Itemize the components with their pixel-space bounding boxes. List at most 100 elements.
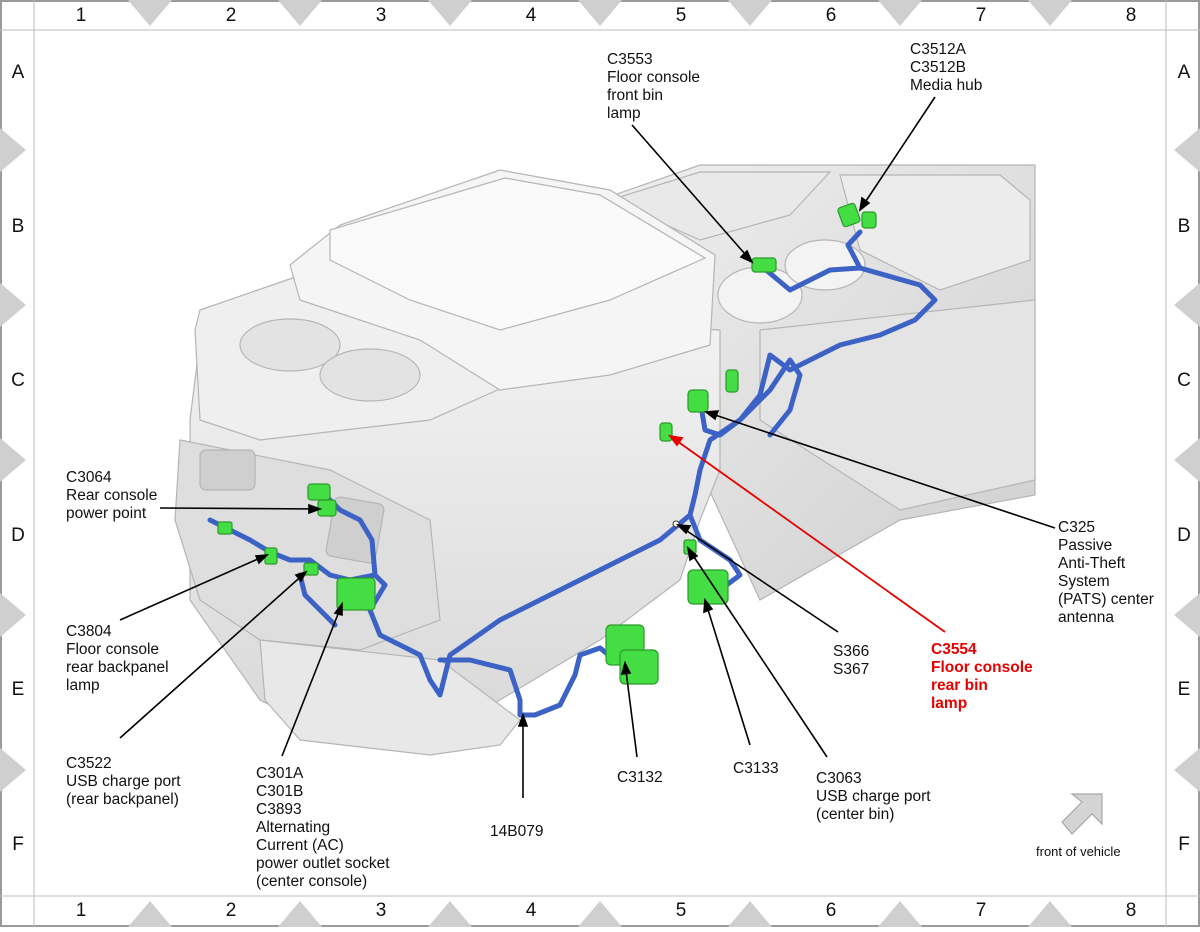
orientation-label: front of vehicle — [1036, 844, 1121, 859]
grid-col-label: 7 — [976, 900, 987, 921]
connector-rear-panel — [217, 521, 233, 535]
grid-row-label: B — [12, 216, 25, 237]
callout-line: C301A — [256, 765, 304, 782]
callout-c3133: C3133 — [733, 760, 779, 777]
connector-c325 — [687, 389, 709, 413]
callout-line: USB charge port — [816, 788, 931, 805]
grid-col-label: 3 — [376, 5, 387, 26]
callout-line: Rear console — [66, 487, 157, 504]
callout-line: System — [1058, 573, 1110, 590]
connector-c3132-b — [619, 649, 659, 685]
grid-col-label: 5 — [676, 900, 687, 921]
callout-line: C3893 — [256, 801, 302, 818]
callout-line: C3133 — [733, 760, 779, 777]
callout-line: rear backpanel — [66, 659, 169, 676]
connector-c3553 — [751, 257, 777, 273]
callout-line: Passive — [1058, 537, 1112, 554]
center-console-illustration — [174, 164, 1036, 756]
front-of-vehicle-indicator: front of vehicle — [1036, 793, 1121, 859]
callout-line: power point — [66, 505, 147, 522]
connector-markers — [217, 202, 877, 685]
callout-line: C3063 — [816, 770, 862, 787]
grid-row-label: A — [12, 62, 25, 83]
grid-col-label: 4 — [526, 5, 537, 26]
callout-c3804: C3804 Floor console rear backpanel lamp — [66, 623, 169, 694]
grid-row-label: A — [1178, 62, 1191, 83]
grid-col-label: 3 — [376, 900, 387, 921]
grid-col-label: 6 — [826, 5, 837, 26]
callout-line: C3512B — [910, 59, 966, 76]
callout-line: (PATS) center — [1058, 591, 1154, 608]
callout-line: C3553 — [607, 51, 653, 68]
grid-col-label: 8 — [1126, 900, 1137, 921]
callout-line: Current (AC) — [256, 837, 344, 854]
callout-c3553: C3553 Floor console front bin lamp — [607, 51, 700, 122]
callout-c3512: C3512A C3512B Media hub — [910, 41, 982, 94]
callout-line-highlight: Floor console — [931, 659, 1033, 676]
grid-row-label: C — [11, 370, 25, 391]
leader-lines — [119, 96, 1056, 798]
grid-row-labels-right: A B C D E F — [1177, 62, 1191, 855]
grid-row-label: B — [1178, 216, 1191, 237]
callout-line: USB charge port — [66, 773, 181, 790]
grid-row-labels-left: A B C D E F — [11, 62, 25, 855]
callout-14b079: 14B079 — [490, 823, 543, 840]
callout-line: (rear backpanel) — [66, 791, 179, 808]
callout-line: C3804 — [66, 623, 112, 640]
callout-c3132: C3132 — [617, 769, 663, 786]
connector-c3522 — [303, 562, 319, 576]
grid-row-label: C — [1177, 370, 1191, 391]
callout-line-highlight: rear bin — [931, 677, 988, 694]
callout-line: Floor console — [607, 69, 700, 86]
grid-col-label: 8 — [1126, 5, 1137, 26]
connector-c325-aux — [725, 369, 739, 393]
callout-line: lamp — [607, 105, 641, 122]
arrow-up-right-icon — [1061, 793, 1103, 835]
callout-line: front bin — [607, 87, 663, 104]
callout-line: Media hub — [910, 77, 982, 94]
callout-line-highlight: lamp — [931, 695, 967, 712]
callout-c325: C325 Passive Anti-Theft System (PATS) ce… — [1058, 519, 1154, 626]
callout-line: C325 — [1058, 519, 1095, 536]
grid-column-labels-bottom: 1 2 3 4 5 6 7 8 — [76, 900, 1137, 921]
callout-c3522: C3522 USB charge port (rear backpanel) — [66, 755, 181, 808]
callout-line: antenna — [1058, 609, 1114, 626]
connector-c3554 — [659, 422, 673, 442]
connector-c3064-b — [317, 499, 337, 517]
grid-col-label: 1 — [76, 5, 87, 26]
callout-c3063: C3063 USB charge port (center bin) — [816, 770, 931, 823]
callout-line: Floor console — [66, 641, 159, 658]
callout-line: Alternating — [256, 819, 330, 836]
grid-col-label: 1 — [76, 900, 87, 921]
wiring-harness-14b079 — [207, 229, 938, 718]
callout-line: C301B — [256, 783, 303, 800]
callout-c3554: C3554 Floor console rear bin lamp — [931, 641, 1033, 712]
callout-line: lamp — [66, 677, 100, 694]
grid-row-label: D — [11, 525, 25, 546]
callout-line: S366 — [833, 643, 869, 660]
callout-line: S367 — [833, 661, 869, 678]
callout-s366-s367: S366 S367 — [833, 643, 869, 678]
callout-line-highlight: C3554 — [931, 641, 977, 658]
callout-line: power outlet socket — [256, 855, 390, 872]
callout-line: C3064 — [66, 469, 112, 486]
grid-row-label: E — [12, 679, 25, 700]
connector-c3512b — [861, 211, 877, 229]
connector-c3512a — [837, 202, 861, 228]
grid-col-label: 5 — [676, 5, 687, 26]
callout-line: (center console) — [256, 873, 367, 890]
grid-col-label: 2 — [226, 900, 237, 921]
grid-col-label: 2 — [226, 5, 237, 26]
grid-row-label: F — [12, 834, 24, 855]
callout-c301: C301A C301B C3893 Alternating Current (A… — [256, 765, 390, 890]
grid-row-label: F — [1178, 834, 1190, 855]
grid-col-label: 6 — [826, 900, 837, 921]
callout-line: (center bin) — [816, 806, 894, 823]
callout-c3064: C3064 Rear console power point — [66, 469, 157, 522]
grid-col-label: 4 — [526, 900, 537, 921]
callout-line: C3132 — [617, 769, 663, 786]
grid-col-label: 7 — [976, 5, 987, 26]
